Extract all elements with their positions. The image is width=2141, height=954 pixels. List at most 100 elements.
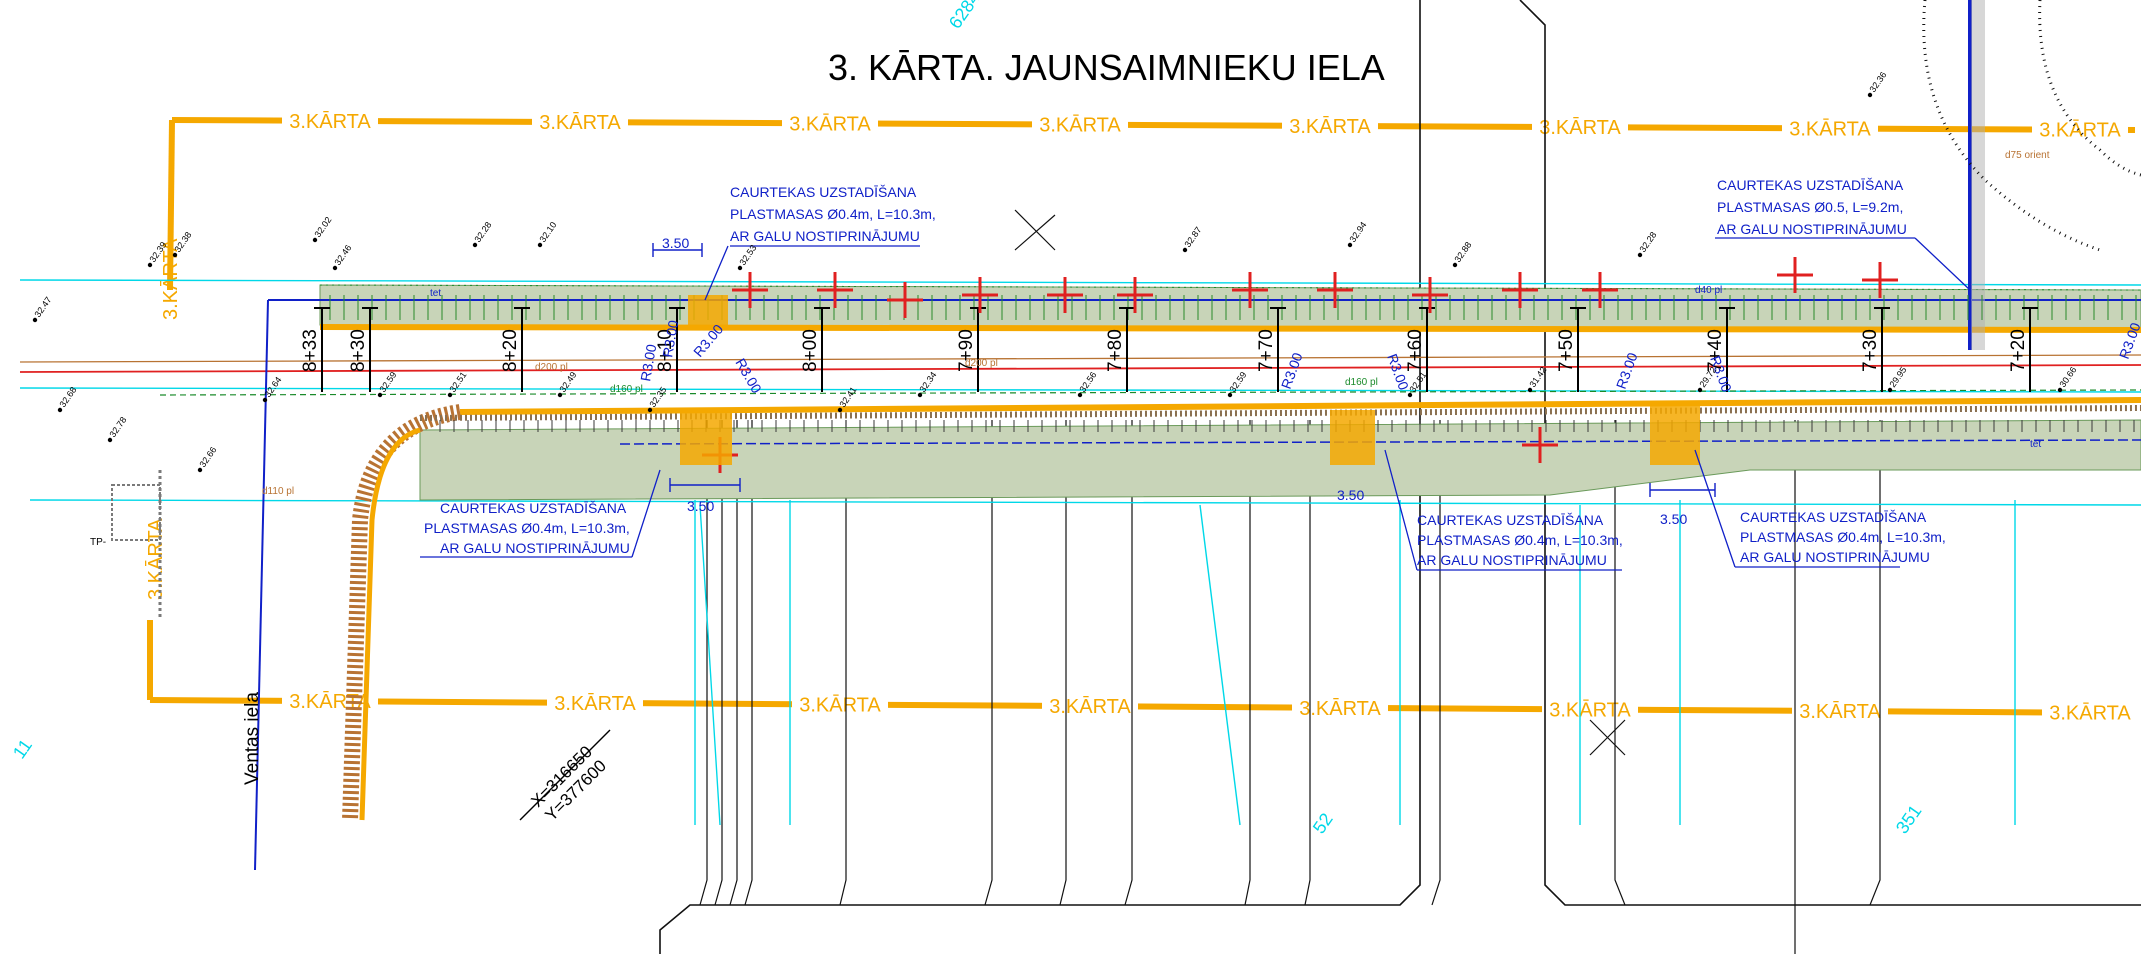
boundary-dotted [1922,0,2141,252]
street-label: Ventas iela [242,692,263,785]
tree-removal-mark [1522,427,1558,463]
verge-hatch [329,295,2137,432]
pipe-label-tet: tet [2030,439,2041,450]
culvert-note-line: PLASTMASAS Ø0.4m, L=10.3m, [1740,529,1946,545]
culvert-width-2: 3.50 [687,498,714,514]
tree-removal-mark [1582,272,1618,308]
utility-lines [19,0,2141,871]
drawing-title: 3. KĀRTA. JAUNSAIMNIEKU IELA [828,47,1385,88]
svg-text:TP-: TP- [90,537,106,548]
phase-label: 3.KĀRTA [1039,114,1121,137]
culvert-note-line: CAURTEKAS UZSTADĪŠANA [1417,512,1604,528]
culvert-markers [652,243,1716,497]
culvert-note-line: CAURTEKAS UZSTADĪŠANA [730,184,917,200]
phase-label: 3.KĀRTA [539,111,621,134]
phase-label: 3.KĀRTA [799,694,881,717]
culvert-note-line: AR GALU NOSTIPRINĀJUMU [440,540,630,556]
pipe-label-d200: d200 pl [965,358,998,369]
culvert-note-2: CAURTEKAS UZSTADĪŠANA PLASTMASAS Ø0.4m, … [424,500,630,556]
tree-removal-mark [887,282,923,318]
pipe-label-d160: d160 pl [610,384,643,395]
culvert-note-3: CAURTEKAS UZSTADĪŠANA PLASTMASAS Ø0.4m, … [1417,512,1623,568]
radius-label: R3.00 [659,319,681,359]
phase-label: 3.KĀRTA [1539,116,1621,139]
phase-label: 3.KĀRTA [1289,115,1371,138]
phase-label: 3.KĀRTA [1049,695,1131,718]
tree-removal-mark [732,272,768,308]
culvert-note-line: CAURTEKAS UZSTADĪŠANA [1717,177,1904,193]
phase-label: 3.KĀRTA [1789,117,1871,140]
road-verge-north [319,284,2141,331]
station-label: 8+33 [300,329,321,372]
culvert-note-5: CAURTEKAS UZSTADĪŠANA PLASTMASAS Ø0.5, L… [1717,177,1907,237]
station-label: 7+80 [1105,329,1126,372]
tree-removal-mark [962,277,998,313]
culvert-note-line: AR GALU NOSTIPRINĀJUMU [1717,221,1907,237]
utility-cabinet: TP- [90,470,162,620]
culvert-note-1: CAURTEKAS UZSTADĪŠANA PLASTMASAS Ø0.4m, … [730,184,936,244]
phase-label: 3.KĀRTA [1299,697,1381,720]
station-label: 7+20 [2008,329,2029,372]
station-label: 7+90 [956,329,977,372]
cross-mark [1014,209,1626,756]
pipe-label-d160: d160 pl [1345,377,1378,388]
tree-removal-mark [1412,277,1448,313]
culvert-note-line: PLASTMASAS Ø0.4m, L=10.3m, [730,206,936,222]
pipe-label-d75: d75 orient [2005,150,2050,161]
pipe-labels: d200 pl d200 pl d160 pl d160 pl d40 pl d… [262,150,2050,497]
tree-removal-mark [1317,272,1353,308]
tree-removal-mark [1232,272,1268,308]
culvert-note-line: PLASTMASAS Ø0.5, L=9.2m, [1717,199,1903,215]
tree-removal-mark [1047,277,1083,313]
phase-label: 3.KĀRTA [289,110,371,133]
station-label: 7+40 [1705,329,1726,372]
road-verge-south [419,419,2141,501]
culvert-widths: 3.50 3.50 3.50 3.50 [662,235,1687,527]
pipe-label-d200: d200 pl [535,362,568,373]
station-label: 8+20 [500,329,521,372]
phase-label: 3.KĀRTA [1799,700,1881,723]
tree-removal-mark [1502,272,1538,308]
carriageway [319,324,2141,821]
culvert-note-4: CAURTEKAS UZSTADĪŠANA PLASTMASAS Ø0.4m, … [1740,509,1946,565]
tree-removal-mark [1117,277,1153,313]
tree-removal-mark [817,272,853,308]
tree-removal-mark [1862,262,1898,298]
note-leaders [420,237,1971,571]
station-markers: 8+33 8+30 8+20 8+10 8+00 7+90 7+80 7+70 7+60 7+50… [300,307,2038,392]
survey-lines-cyan [19,279,2141,826]
station-label: 7+70 [1256,329,1277,372]
station-label: 8+00 [800,329,821,372]
phase-label: 3.KĀRTA [2049,702,2131,725]
culvert-width-4: 3.50 [1660,511,1687,527]
station-label: 8+10 [655,329,676,372]
station-label: 8+30 [348,329,369,372]
pipe-label-tet: tet [430,288,441,299]
culvert-note-line: CAURTEKAS UZSTADĪŠANA [1740,509,1927,525]
culvert-note-line: AR GALU NOSTIPRINĀJUMU [1417,552,1607,568]
radius-label: R3.00 [637,343,659,383]
phase-labels-top: 3.KĀRTA 3.KĀRTA 3.KĀRTA 3.KĀRTA 3.KĀRTA 3.KĀR… [159,108,2128,320]
phase-label: 3.KĀRTA [144,518,167,600]
sheet-boundary [659,0,2141,954]
culvert-note-line: AR GALU NOSTIPRINĀJUMU [1740,549,1930,565]
phase-label: 3.KĀRTA [789,112,871,135]
culvert-note-line: PLASTMASAS Ø0.4m, L=10.3m, [1417,532,1623,548]
culvert-note-line: PLASTMASAS Ø0.4m, L=10.3m, [424,520,630,536]
culvert-width-3: 3.50 [1337,487,1364,503]
culvert-width-1: 3.50 [662,235,689,251]
section-lines [699,420,1881,954]
culvert-note-line: CAURTEKAS UZSTADĪŠANA [440,500,627,516]
phase-label: 3.KĀRTA [1549,698,1631,721]
phase-label: 3.KĀRTA [159,238,182,320]
pipe-label-d40: d40 pl [1695,285,1722,296]
station-label: 7+50 [1556,329,1577,372]
pipe-label-d110: d110 pl [262,486,294,497]
tree-removal-mark [1777,257,1813,293]
culvert-note-line: AR GALU NOSTIPRINĀJUMU [730,228,920,244]
station-label: 7+30 [1860,329,1881,372]
station-label: 7+60 [1405,329,1426,372]
phase-label: 3.KĀRTA [2039,119,2121,142]
phase-label: 3.KĀRTA [554,692,636,715]
